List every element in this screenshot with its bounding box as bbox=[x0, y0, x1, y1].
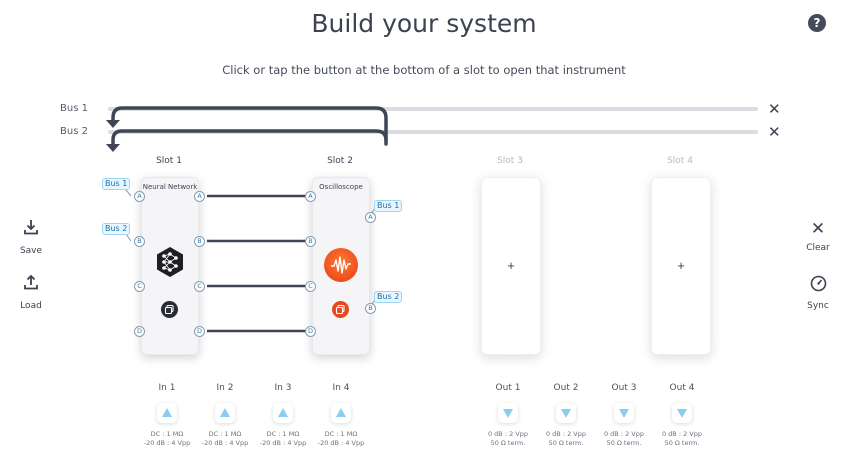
slot-1-input-a[interactable]: A bbox=[134, 191, 145, 202]
input-4-spec: DC : 1 MΩ-20 dB : 4 Vpp bbox=[317, 430, 365, 447]
add-instrument-icon: + bbox=[507, 258, 515, 273]
input-3-spec: DC : 1 MΩ-20 dB : 4 Vpp bbox=[259, 430, 307, 447]
page-subtitle: Click or tap the button at the bottom of… bbox=[222, 63, 626, 77]
output-1-label: Out 1 bbox=[495, 383, 521, 393]
slot-4-title: Slot 4 bbox=[667, 156, 693, 166]
slot-1-input-c[interactable]: C bbox=[134, 281, 145, 292]
sync-label: Sync bbox=[807, 301, 829, 311]
output-4-settings-button[interactable] bbox=[672, 403, 692, 423]
bus-1-route bbox=[111, 106, 388, 142]
slot-2-card[interactable]: Oscilloscope bbox=[312, 177, 370, 355]
slot-2-output-b[interactable]: B bbox=[365, 303, 376, 314]
input-1-spec: DC : 1 MΩ-20 dB : 4 Vpp bbox=[143, 430, 191, 447]
bus-2-route bbox=[111, 129, 388, 148]
neural-network-icon bbox=[154, 246, 186, 278]
slot-2-output-a[interactable]: A bbox=[365, 212, 376, 223]
bus-1-label: Bus 1 bbox=[60, 103, 88, 114]
gauge-icon bbox=[798, 275, 838, 297]
bus-1-arrowhead bbox=[106, 120, 120, 128]
slot-1-title: Slot 1 bbox=[156, 156, 182, 166]
input-4-label: In 4 bbox=[332, 383, 350, 393]
bus-2-label: Bus 2 bbox=[60, 126, 88, 137]
load-label: Load bbox=[20, 301, 42, 311]
slot-2-input-b[interactable]: B bbox=[305, 236, 316, 247]
slot-4-card[interactable]: + bbox=[651, 177, 711, 355]
slot-3-card[interactable]: + bbox=[481, 177, 541, 355]
input-3-settings-button[interactable] bbox=[273, 403, 293, 423]
save-button[interactable]: Save bbox=[11, 219, 51, 256]
slot-1-instrument-name: Neural Network bbox=[142, 183, 198, 191]
slot-2-input-d[interactable]: D bbox=[305, 326, 316, 337]
bus-2-badge: Bus 2 bbox=[374, 291, 403, 303]
open-instrument-button[interactable] bbox=[332, 301, 349, 318]
input-2-spec: DC : 1 MΩ-20 dB : 4 Vpp bbox=[201, 430, 249, 447]
bus-1-badge: Bus 1 bbox=[102, 178, 131, 190]
output-2-label: Out 2 bbox=[553, 383, 579, 393]
bus-1-line bbox=[108, 107, 758, 111]
output-2-settings-button[interactable] bbox=[556, 403, 576, 423]
input-1-label: In 1 bbox=[158, 383, 176, 393]
slot-2-instrument-name: Oscilloscope bbox=[319, 183, 363, 191]
output-4-label: Out 4 bbox=[669, 383, 695, 393]
slot-2-title: Slot 2 bbox=[327, 156, 353, 166]
slot-1-input-d[interactable]: D bbox=[134, 326, 145, 337]
question-circle-icon[interactable]: ? bbox=[808, 14, 826, 32]
load-button[interactable]: Load bbox=[11, 274, 51, 311]
slot-1-card[interactable]: Neural Network bbox=[141, 177, 199, 355]
input-4-settings-button[interactable] bbox=[331, 403, 351, 423]
output-3-settings-button[interactable] bbox=[614, 403, 634, 423]
save-label: Save bbox=[19, 246, 43, 256]
output-1-settings-button[interactable] bbox=[498, 403, 518, 423]
close-icon: ✕ bbox=[810, 219, 826, 239]
clear-label: Clear bbox=[806, 243, 830, 253]
add-instrument-icon: + bbox=[677, 258, 685, 273]
oscilloscope-icon bbox=[324, 248, 358, 282]
input-1-settings-button[interactable] bbox=[157, 403, 177, 423]
slot-3-title: Slot 3 bbox=[497, 156, 523, 166]
bus-2-badge: Bus 2 bbox=[102, 223, 131, 235]
input-2-label: In 2 bbox=[216, 383, 234, 393]
slot-1-output-a[interactable]: A bbox=[194, 191, 205, 202]
page-title: Build your system bbox=[311, 9, 537, 38]
bus-2-line bbox=[108, 130, 758, 134]
bus-2-remove-button[interactable]: ✕ bbox=[768, 123, 781, 141]
slot-2-input-c[interactable]: C bbox=[305, 281, 316, 292]
bus-1-remove-button[interactable]: ✕ bbox=[768, 100, 781, 118]
slot-1-output-c[interactable]: C bbox=[194, 281, 205, 292]
output-3-label: Out 3 bbox=[611, 383, 637, 393]
slot-1-output-d[interactable]: D bbox=[194, 326, 205, 337]
slot-1-output-b[interactable]: B bbox=[194, 236, 205, 247]
slot-2-input-a[interactable]: A bbox=[305, 191, 316, 202]
input-3-label: In 3 bbox=[274, 383, 292, 393]
download-icon bbox=[11, 219, 51, 240]
input-2-settings-button[interactable] bbox=[215, 403, 235, 423]
open-instrument-button[interactable] bbox=[161, 301, 178, 318]
upload-icon bbox=[11, 274, 51, 295]
bus-2-arrowhead bbox=[106, 144, 120, 152]
clear-button[interactable]: ✕ Clear bbox=[798, 219, 838, 253]
slot-1-input-b[interactable]: B bbox=[134, 236, 145, 247]
bus-1-badge: Bus 1 bbox=[374, 200, 403, 212]
sync-button[interactable]: Sync bbox=[798, 275, 838, 311]
